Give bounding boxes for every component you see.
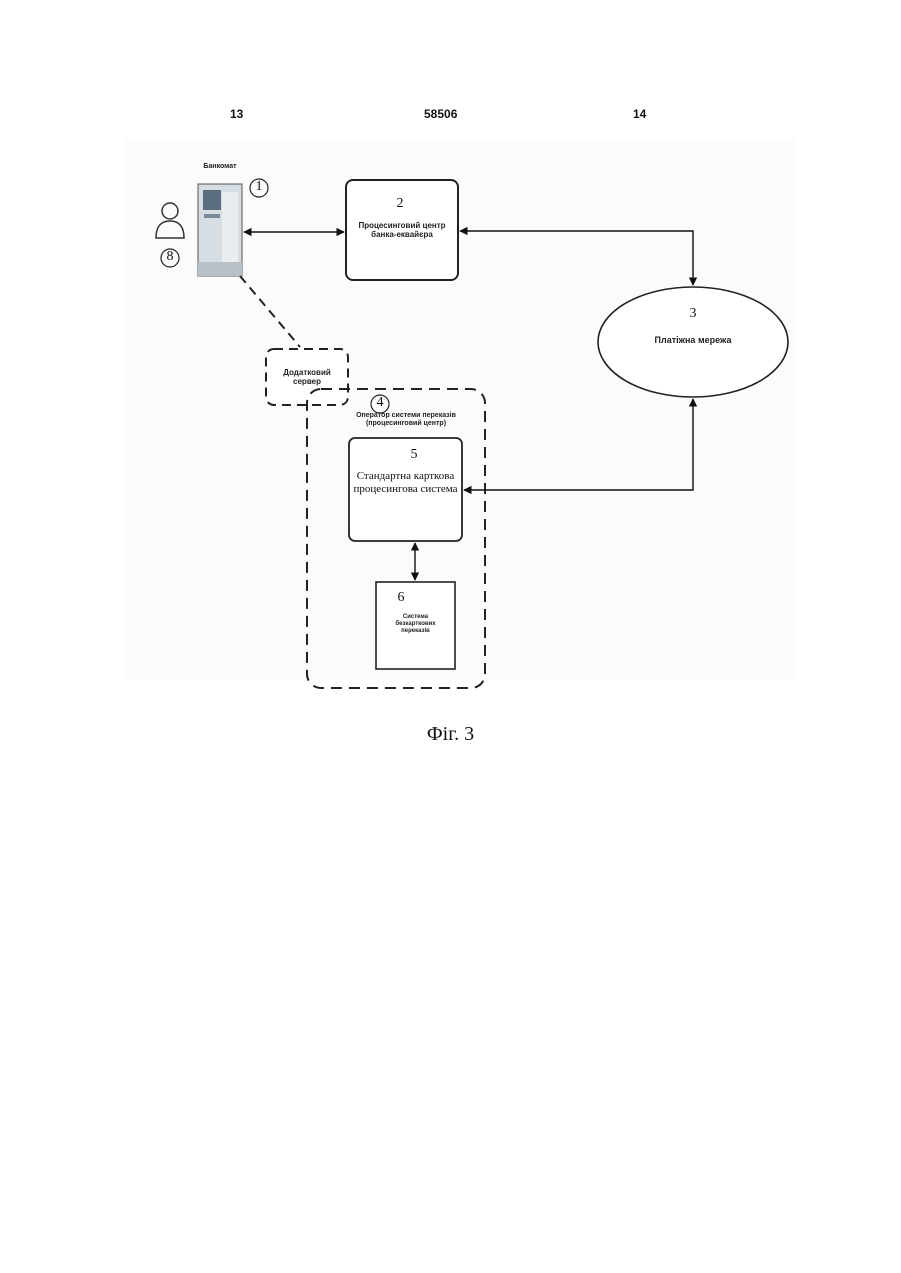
marker-3-label: 3 — [685, 306, 701, 322]
acquirer-label: Процесинговий центр банка-еквайєра — [350, 221, 454, 239]
marker-4-label: 4 — [372, 395, 388, 411]
transfer-system-label: Система безкарткових переказів — [382, 614, 449, 635]
card-system-label: Стандартна карткова процесингова система — [352, 470, 459, 495]
marker-8-label: 8 — [162, 249, 178, 265]
figure-caption: Фіг. 3 — [0, 723, 901, 746]
atm-icon — [198, 184, 242, 276]
marker-5-label: 5 — [406, 447, 422, 463]
operator-label: Оператор системи переказів (процесингови… — [343, 412, 469, 428]
marker-2-label: 2 — [392, 196, 408, 212]
marker-1-label: 1 — [251, 179, 267, 195]
extra-server-label: Додатковий сервер — [270, 368, 344, 386]
atm-label: Банкомат — [190, 163, 250, 171]
marker-6-label: 6 — [393, 590, 409, 606]
payment-network-label: Платіжна мережа — [623, 335, 763, 345]
